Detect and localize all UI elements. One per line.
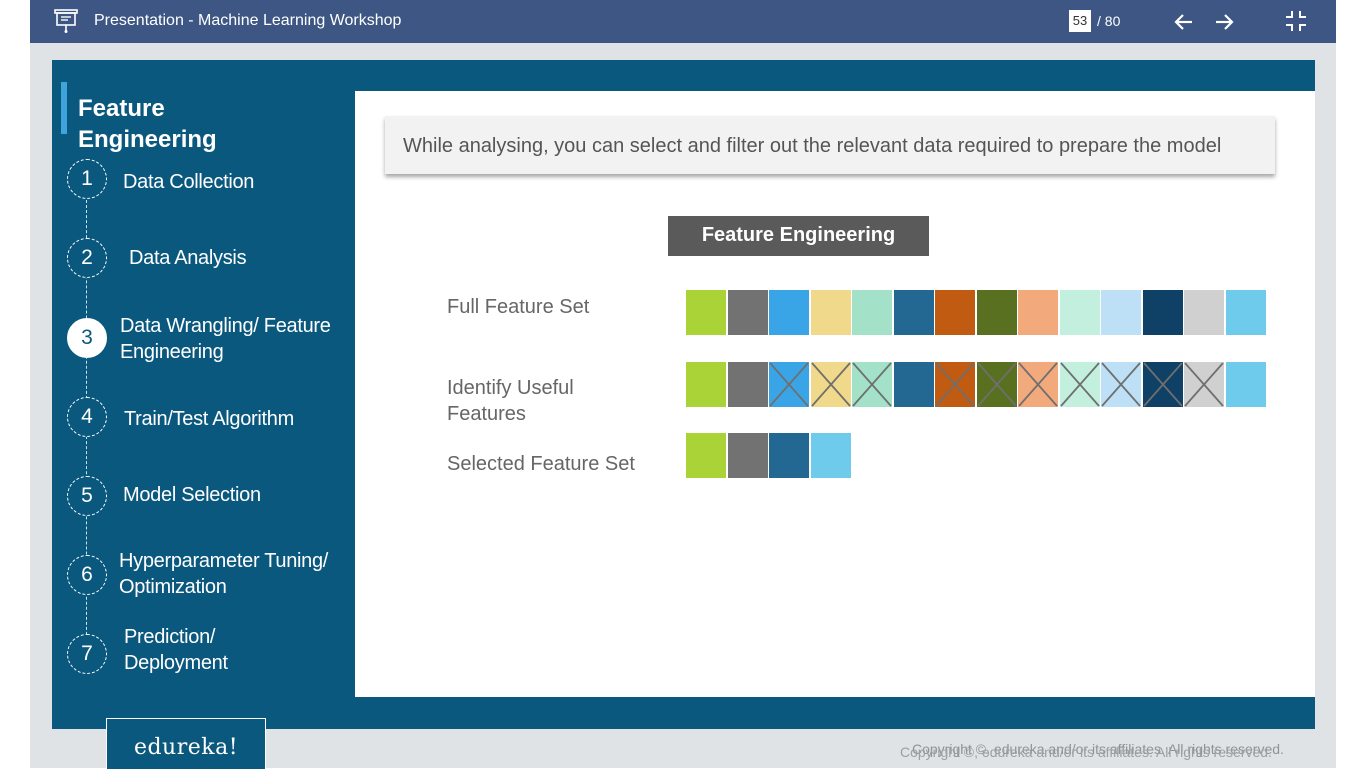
useful-feature-cell xyxy=(1226,362,1266,407)
step-number-2: 2 xyxy=(67,238,107,278)
callout-text: While analysing, you can select and filt… xyxy=(403,135,1222,157)
step-label-model-selection: Model Selection xyxy=(123,484,261,506)
arrow-left-icon xyxy=(1174,14,1192,30)
step-label-data-wrangling: Data Wrangling/ Feature Engineering xyxy=(120,315,331,363)
useful-feature-cell xyxy=(686,362,726,407)
full-feature-cell xyxy=(1143,290,1183,335)
step-label-hyperparameter: Hyperparameter Tuning/ Optimization xyxy=(119,550,329,598)
rejected-feature-cell xyxy=(1101,362,1141,407)
rejected-feature-cell xyxy=(1184,362,1224,407)
full-feature-cell xyxy=(811,290,851,335)
full-feature-cell xyxy=(769,290,809,335)
full-feature-cell xyxy=(1018,290,1058,335)
rejected-feature-cell xyxy=(935,362,975,407)
copyright-text: Copyright ©, edureka and/or its affiliat… xyxy=(900,744,1272,760)
full-feature-cell xyxy=(1060,290,1100,335)
full-feature-cell xyxy=(728,290,768,335)
rejected-feature-cell xyxy=(852,362,892,407)
diagram-title: Feature Engineering xyxy=(668,216,929,256)
step-label-train-test: Train/Test Algorithm xyxy=(124,408,294,430)
next-slide-button[interactable] xyxy=(1212,10,1236,34)
cross-mark-icon xyxy=(1018,362,1058,407)
top-bar: Presentation - Machine Learning Workshop… xyxy=(30,0,1336,43)
section-title: Feature Engineering xyxy=(78,95,217,153)
rejected-feature-cell xyxy=(811,362,851,407)
cross-mark-icon xyxy=(852,362,892,407)
step-label-data-analysis: Data Analysis xyxy=(129,247,247,269)
row-label-identify-useful: Identify Useful Features xyxy=(447,377,574,425)
exit-fullscreen-button[interactable] xyxy=(1285,10,1307,32)
selected-feature-cell xyxy=(811,433,851,478)
info-callout: While analysing, you can select and filt… xyxy=(385,116,1275,174)
full-feature-cell xyxy=(894,290,934,335)
row-label-selected-set: Selected Feature Set xyxy=(447,453,635,475)
cross-mark-icon xyxy=(1101,362,1141,407)
arrow-right-icon xyxy=(1216,14,1234,30)
rejected-feature-cell xyxy=(1060,362,1100,407)
rejected-feature-cell xyxy=(1018,362,1058,407)
step-label-data-collection: Data Collection xyxy=(123,171,255,193)
step-number-3-active: 3 xyxy=(67,318,107,358)
rejected-feature-cell xyxy=(977,362,1017,407)
selected-feature-cell xyxy=(686,433,726,478)
full-feature-cell xyxy=(852,290,892,335)
full-feature-cell xyxy=(977,290,1017,335)
selected-feature-cell xyxy=(728,433,768,478)
full-feature-cell xyxy=(1226,290,1266,335)
useful-feature-cell xyxy=(728,362,768,407)
cross-mark-icon xyxy=(811,362,851,407)
full-feature-cell xyxy=(935,290,975,335)
step-number-6: 6 xyxy=(67,555,107,595)
cross-mark-icon xyxy=(977,362,1017,407)
previous-slide-button[interactable] xyxy=(1172,10,1196,34)
total-pages: / 80 xyxy=(1097,13,1121,29)
row-label-full-feature-set: Full Feature Set xyxy=(447,296,590,318)
step-label-prediction: Prediction/ Deployment xyxy=(124,626,228,674)
rejected-feature-cell xyxy=(769,362,809,407)
step-number-1: 1 xyxy=(67,159,107,199)
full-feature-cell xyxy=(686,290,726,335)
section-accent-bar xyxy=(61,82,67,134)
edureka-logo: edureka! xyxy=(106,718,266,770)
full-feature-cell xyxy=(1101,290,1141,335)
current-page-input[interactable]: 53 xyxy=(1069,10,1091,32)
selected-feature-cell xyxy=(769,433,809,478)
full-feature-cell xyxy=(1184,290,1224,335)
rejected-feature-cell xyxy=(1143,362,1183,407)
presentation-title: Presentation - Machine Learning Workshop xyxy=(94,12,402,29)
cross-mark-icon xyxy=(1184,362,1224,407)
useful-feature-cell xyxy=(894,362,934,407)
step-number-5: 5 xyxy=(67,476,107,516)
step-number-4: 4 xyxy=(67,397,107,437)
step-number-7: 7 xyxy=(67,634,107,674)
copyright-shadow: Copyright ©, edureka and/or its affiliat… xyxy=(912,741,1284,757)
cross-mark-icon xyxy=(1143,362,1183,407)
cross-mark-icon xyxy=(769,362,809,407)
cross-mark-icon xyxy=(935,362,975,407)
presentation-icon xyxy=(54,8,78,34)
cross-mark-icon xyxy=(1060,362,1100,407)
exit-fullscreen-icon xyxy=(1286,11,1306,31)
